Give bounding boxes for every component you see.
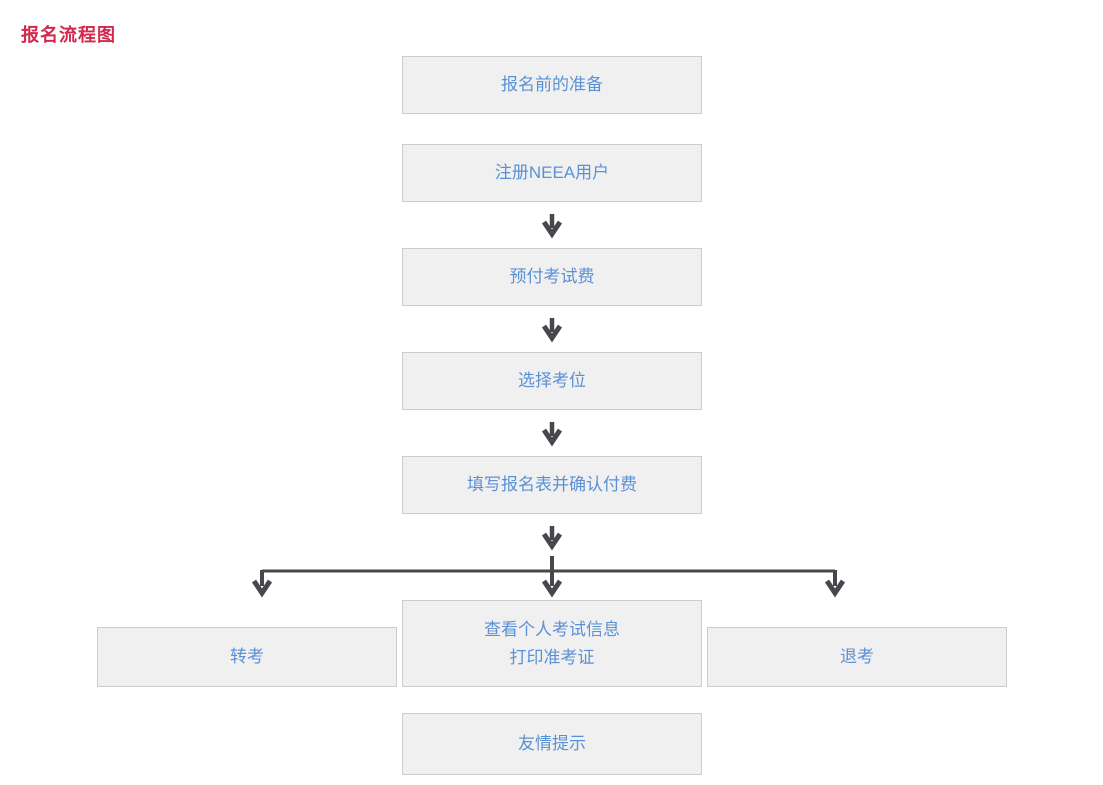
- flow-node-label: 注册NEEA用户: [494, 163, 610, 183]
- flow-node-label-line1: 查看个人考试信息: [484, 620, 620, 640]
- flow-node-preparation[interactable]: 报名前的准备: [402, 56, 702, 114]
- flow-node-label: 选择考位: [518, 371, 586, 391]
- flow-node-withdraw-exam[interactable]: 退考: [707, 627, 1007, 687]
- flow-node-label: 转考: [230, 647, 264, 667]
- flow-node-prepay-fee[interactable]: 预付考试费: [402, 248, 702, 306]
- branch-connector: [250, 548, 850, 601]
- page-title: 报名流程图: [21, 25, 116, 45]
- flow-node-register-neea[interactable]: 注册NEEA用户: [402, 144, 702, 202]
- flow-node-transfer-exam[interactable]: 转考: [97, 627, 397, 687]
- flow-node-label: 填写报名表并确认付费: [467, 475, 637, 495]
- flow-node-label-line2: 打印准考证: [509, 647, 595, 667]
- flow-node-label: 友情提示: [518, 734, 586, 754]
- flow-node-fill-form-confirm-pay[interactable]: 填写报名表并确认付费: [402, 456, 702, 514]
- flow-node-view-info-print-ticket[interactable]: 查看个人考试信息 打印准考证: [402, 600, 702, 687]
- arrow-down-icon: [542, 421, 562, 447]
- flow-node-friendly-tips[interactable]: 友情提示: [402, 713, 702, 775]
- flow-node-choose-seat[interactable]: 选择考位: [402, 352, 702, 410]
- arrow-down-icon: [542, 317, 562, 343]
- arrow-down-icon: [542, 213, 562, 239]
- flow-node-label: 预付考试费: [509, 267, 595, 287]
- flow-node-label: 退考: [840, 647, 874, 667]
- flow-node-label: 报名前的准备: [501, 75, 603, 95]
- arrow-down-icon: [542, 525, 562, 551]
